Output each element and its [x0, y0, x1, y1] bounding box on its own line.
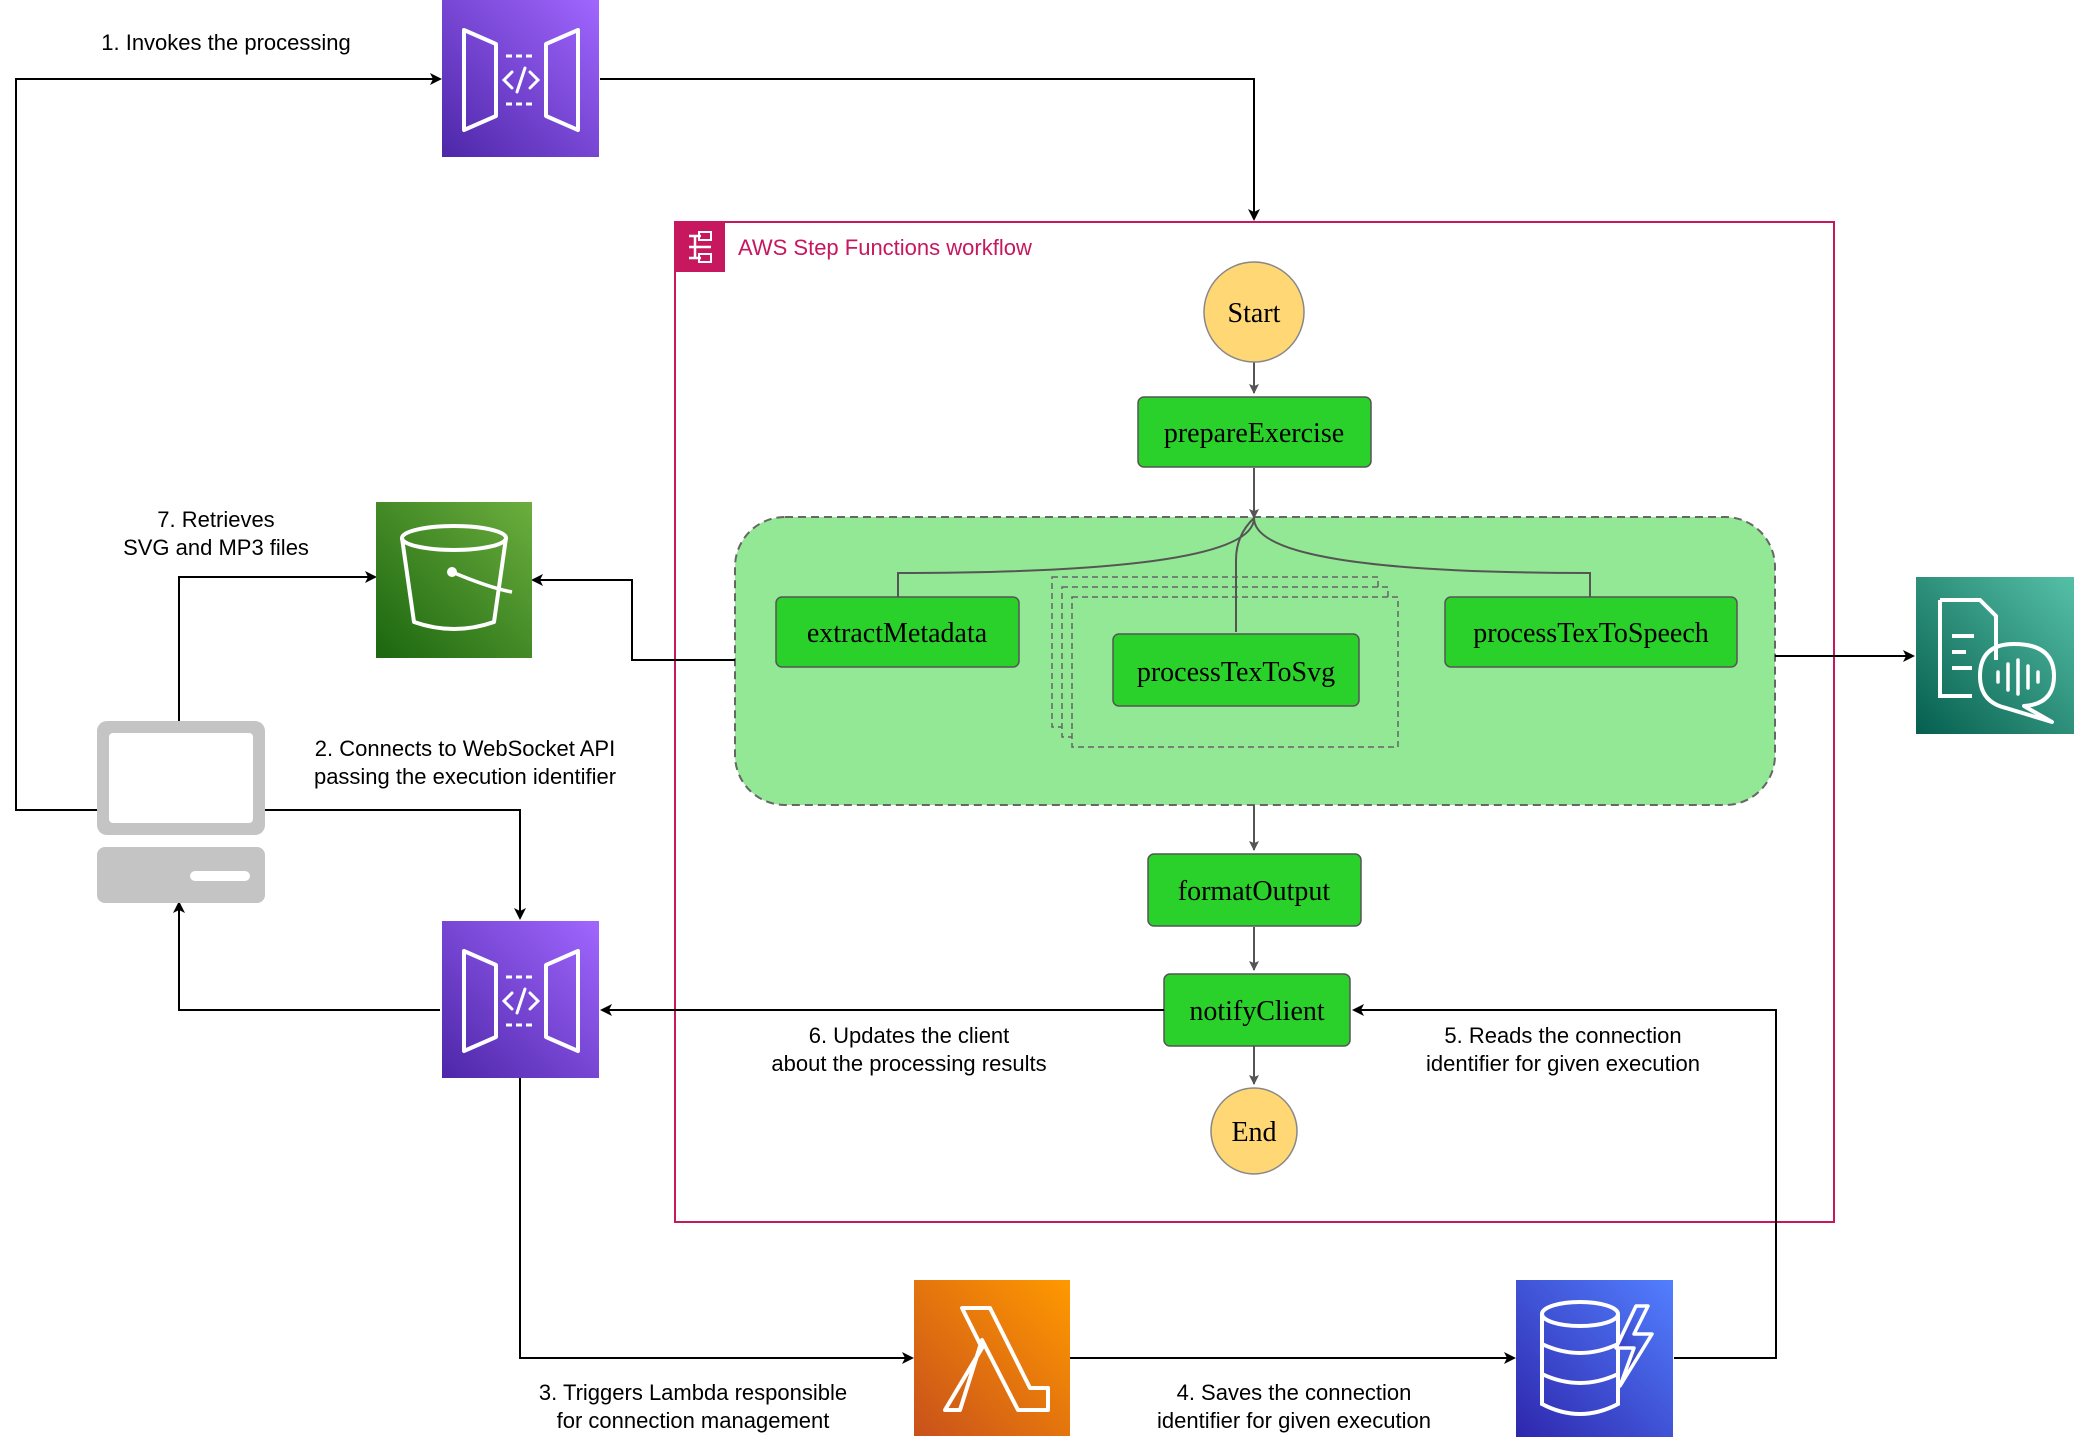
state-notify-client: notifyClient [1163, 973, 1351, 1047]
step-7-label: 7. Retrieves [157, 507, 274, 532]
edge-trigger-lambda [519, 1078, 914, 1364]
api-gateway-icon [442, 0, 599, 157]
desktop-computer-icon [97, 721, 265, 903]
edge-websocket-to-client [173, 901, 440, 1011]
step-labels: 1. Invokes the processing 7. Retrieves S… [101, 30, 1700, 1433]
step-6-label: 6. Updates the client [809, 1023, 1010, 1048]
state-start: Start [1203, 261, 1305, 363]
edge-connect-websocket [265, 809, 526, 920]
dynamodb-icon [1516, 1280, 1673, 1437]
edge-invoke-processing [15, 73, 442, 811]
websocket-api-gateway-icon [442, 921, 599, 1078]
state-format-output: formatOutput [1147, 853, 1362, 927]
state-end: End [1210, 1087, 1298, 1175]
s3-bucket-icon [376, 502, 532, 658]
edge-retrieve-files [178, 571, 377, 721]
state-process-text-to-svg: processTexToSvg [1112, 633, 1360, 707]
svg-text:Start: Start [1228, 298, 1281, 329]
svg-text:extractMetadata: extractMetadata [807, 618, 988, 649]
workflow-title: AWS Step Functions workflow [738, 235, 1032, 260]
step-2-label: 2. Connects to WebSocket API [315, 736, 615, 761]
workflow-group: AWS Step Functions workflow Start [674, 221, 1835, 1223]
lambda-icon [914, 1280, 1070, 1436]
step-2-label-2: passing the execution identifier [314, 764, 616, 789]
step-1-label: 1. Invokes the processing [101, 30, 350, 55]
edge-read-connection [1352, 1004, 1777, 1359]
edges [15, 73, 1915, 1364]
state-process-text-to-speech: processTexToSpeech [1444, 596, 1738, 668]
step-3-label-2: for connection management [557, 1408, 830, 1433]
workflow-flow-lines [897, 362, 1591, 1085]
step-6-label-2: about the processing results [771, 1051, 1046, 1076]
step-4-label: 4. Saves the connection [1177, 1380, 1412, 1405]
step-5-label: 5. Reads the connection [1444, 1023, 1681, 1048]
state-extract-metadata: extractMetadata [775, 596, 1020, 668]
svg-text:processTexToSvg: processTexToSvg [1137, 657, 1335, 688]
edge-parallel-to-s3 [531, 574, 735, 661]
step-3-label: 3. Triggers Lambda responsible [539, 1380, 847, 1405]
svg-text:End: End [1231, 1117, 1276, 1148]
step-5-label-2: identifier for given execution [1426, 1051, 1700, 1076]
step-functions-icon [675, 222, 725, 272]
svg-text:prepareExercise: prepareExercise [1164, 418, 1344, 449]
svg-text:notifyClient: notifyClient [1189, 996, 1325, 1027]
svg-text:processTexToSpeech: processTexToSpeech [1473, 618, 1709, 649]
svg-text:formatOutput: formatOutput [1178, 876, 1331, 907]
edge-api-to-workflow [600, 78, 1260, 221]
polly-icon [1916, 577, 2074, 734]
step-7-label-2: SVG and MP3 files [123, 535, 309, 560]
state-prepare-exercise: prepareExercise [1137, 396, 1372, 468]
step-4-label-2: identifier for given execution [1157, 1408, 1431, 1433]
workflow-border [674, 221, 1835, 1223]
